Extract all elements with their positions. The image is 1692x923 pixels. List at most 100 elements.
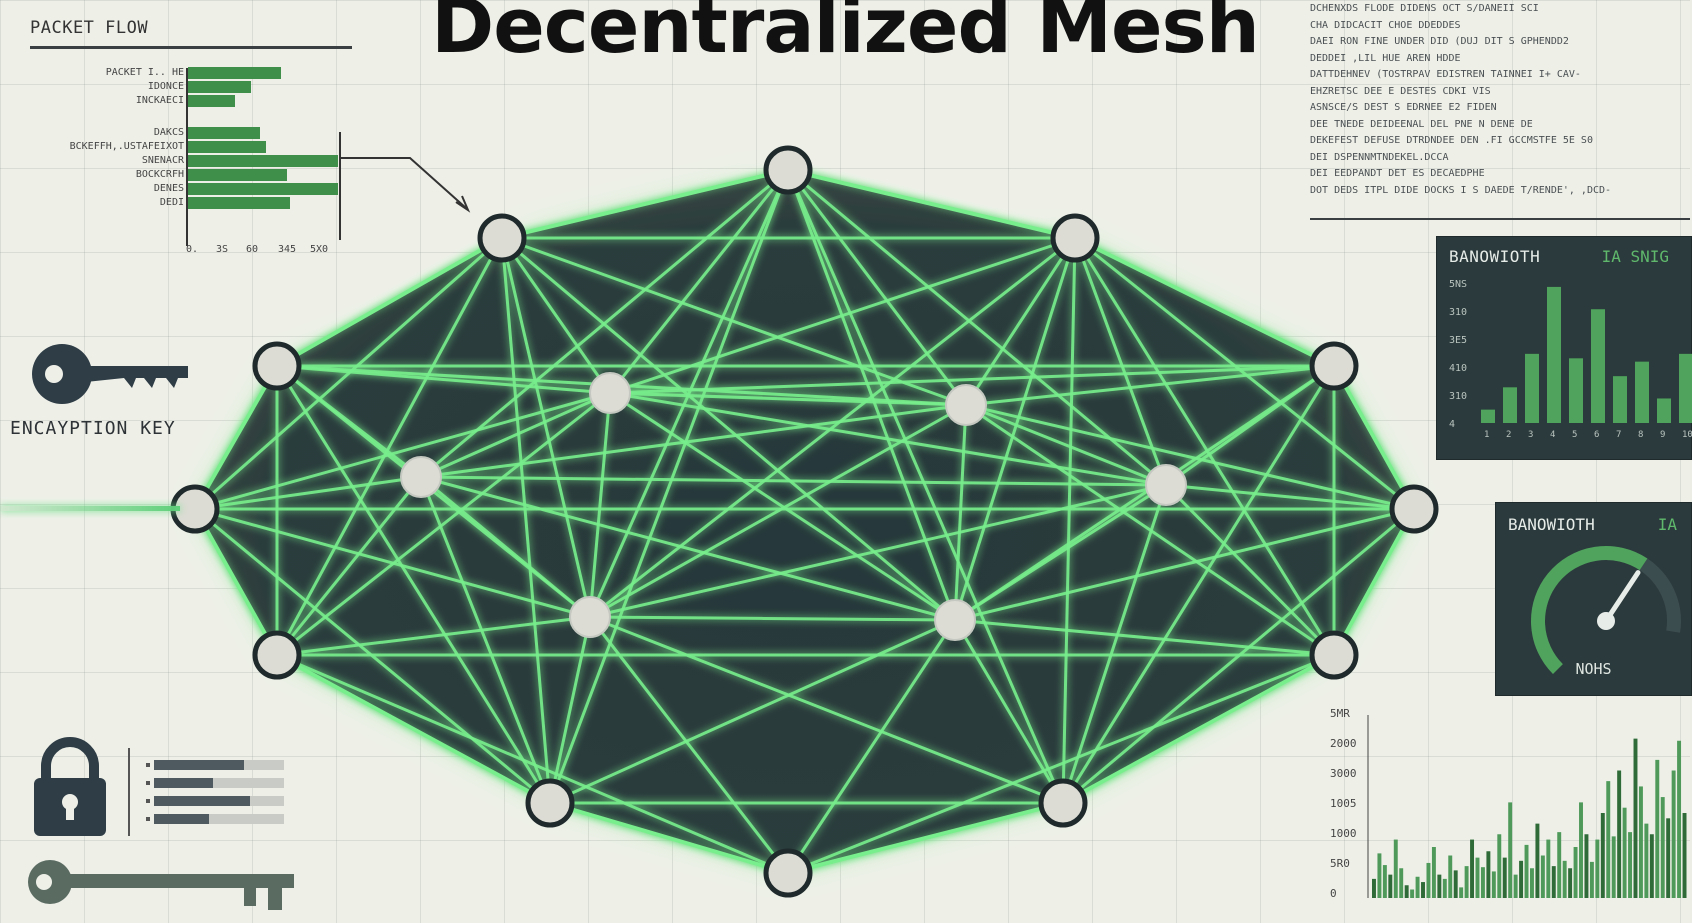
bandwidth-y-tick: 310 [1449, 307, 1467, 318]
bandwidth-bar [1547, 286, 1561, 423]
mesh-link [419, 476, 552, 804]
traffic-bar [1426, 862, 1431, 898]
security-bar-track [154, 760, 284, 770]
mesh-link [1061, 365, 1336, 804]
page-title: Decentralized Mesh [431, 0, 1260, 70]
mesh-link [500, 237, 592, 618]
mesh-link [500, 237, 552, 804]
bottom-key-icon [28, 860, 294, 910]
mesh-link [787, 168, 1167, 487]
packet-flow-row-label: BCKEFFH,.USTAFEIXOT [69, 141, 184, 152]
traffic-bar [1644, 823, 1649, 898]
packet-flow-bar [188, 169, 287, 181]
mesh-node [763, 145, 813, 195]
mesh-link [588, 169, 790, 618]
log-line: DAEI RON FINE UNDER DID (DUJ DIT S GPHEN… [1310, 36, 1569, 47]
traffic-bar [1579, 802, 1583, 898]
traffic-y-tick: 5MR [1330, 707, 1350, 720]
traffic-bar [1628, 832, 1633, 898]
packet-flow-tick: 345 [278, 244, 297, 255]
bandwidth-x-tick: 4 [1550, 430, 1555, 440]
packet-flow-bar [188, 81, 251, 93]
packet-flow-bar [188, 141, 266, 153]
packet-flow-row-label: BOCKCRFH [135, 169, 184, 180]
packet-flow-row: PACKET I.. HE [30, 66, 350, 80]
traffic-bar [1589, 861, 1594, 898]
traffic-bar [1573, 847, 1578, 898]
packet-flow-divider [30, 46, 352, 49]
traffic-bar [1513, 874, 1518, 898]
mesh-link [953, 237, 1077, 621]
mesh-link [589, 615, 956, 622]
log-line: DEE TNEDE DEIDEENAL DEL PNE N DENE DE [1310, 118, 1533, 130]
gauge-value-label: NOHS [1575, 660, 1612, 678]
mesh-node [1145, 464, 1187, 506]
packet-flow-row: DEDI [30, 196, 350, 210]
traffic-bar [1442, 878, 1447, 898]
log-divider [1310, 218, 1690, 220]
mesh-link [275, 476, 423, 656]
traffic-y-tick: 1000 [1330, 827, 1357, 840]
bandwidth-gauge-panel: BANOWIOTH IA NOHS [1495, 502, 1692, 696]
bandwidth-bar [1481, 409, 1495, 423]
mesh-link [276, 653, 789, 875]
mesh-link [954, 507, 1415, 622]
packet-flow-title: PACKET FLOW [30, 18, 149, 38]
bandwidth-gauge-title: BANOWIOTH [1508, 515, 1595, 534]
traffic-bar [1622, 807, 1627, 898]
traffic-y-tick: 3000 [1330, 767, 1357, 780]
traffic-bar [1415, 876, 1420, 898]
security-bar-fill [154, 814, 209, 824]
mesh-link [589, 403, 967, 619]
packet-flow-bar [188, 127, 260, 139]
log-line: EHZRETSC DEE E DESTES CDKI VIS [1310, 85, 1491, 97]
bandwidth-x-tick: 10 [1682, 430, 1692, 440]
traffic-bar [1530, 868, 1534, 898]
mesh-link [954, 364, 1335, 622]
bandwidth-y-tick: 4 [1449, 419, 1455, 430]
packet-flow-bar [188, 67, 281, 79]
log-line: DEI DSPENNMTNDEKEL.DCCA [1310, 151, 1449, 163]
packet-flow-tick: 0. [186, 244, 199, 255]
key-icon [32, 344, 188, 404]
traffic-bar [1459, 887, 1464, 898]
traffic-bar [1568, 868, 1573, 898]
mesh-node [252, 630, 302, 680]
security-level-bars [128, 748, 298, 838]
traffic-y-tick: 2000 [1330, 737, 1357, 750]
traffic-bar [1404, 885, 1409, 898]
traffic-bar [1611, 836, 1616, 898]
bandwidth-x-tick: 2 [1506, 430, 1511, 440]
mesh-link [787, 168, 1076, 240]
packet-flow-row-label: SNENACR [141, 155, 184, 166]
traffic-y-tick: 5R0 [1330, 857, 1350, 870]
mesh-link [193, 508, 279, 656]
mesh-node [400, 456, 442, 498]
traffic-bar [1431, 847, 1436, 898]
mesh-link [276, 653, 551, 805]
mesh-link [1061, 484, 1168, 804]
traffic-bar [1660, 797, 1665, 898]
traffic-bar [1464, 866, 1469, 898]
mesh-node [934, 599, 976, 641]
traffic-bar [1524, 844, 1529, 898]
mesh-node [252, 341, 302, 391]
mesh-link [549, 618, 956, 805]
bandwidth-chart-status: IA SNIG [1601, 247, 1669, 266]
log-line: DATTDEHNEV (TOSTRPAV EDISTREN TAINNEI I+… [1310, 69, 1581, 80]
traffic-bar [1649, 834, 1654, 898]
mesh-link [1164, 483, 1336, 657]
traffic-bar [1453, 870, 1458, 898]
bandwidth-bar [1591, 309, 1605, 423]
traffic-bar [1497, 834, 1502, 898]
mesh-link [548, 616, 592, 804]
mesh-link [964, 237, 1077, 406]
packet-flow-row: INCKAECI [30, 94, 350, 108]
traffic-bar [1388, 874, 1393, 898]
traffic-bar [1600, 813, 1605, 898]
mesh-link [588, 616, 790, 874]
mesh-link [276, 391, 611, 657]
